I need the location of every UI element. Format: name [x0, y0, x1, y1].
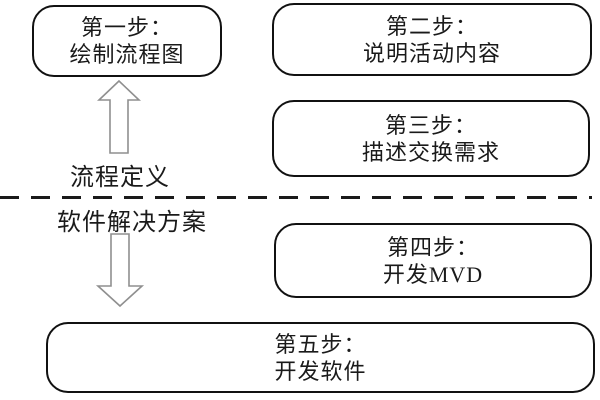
step1-box: 第一步： 绘制流程图 — [32, 5, 222, 77]
down-arrow-icon — [95, 233, 145, 308]
step3-box: 第三步： 描述交换需求 — [272, 100, 590, 177]
step4-text: 开发MVD — [382, 261, 484, 287]
step1-text: 绘制流程图 — [69, 42, 185, 67]
up-arrow-icon — [96, 79, 142, 154]
step2-text: 说明活动内容 — [362, 40, 501, 66]
step1-title: 第一步： — [80, 15, 173, 40]
step5-title: 第五步： — [274, 331, 367, 357]
software-solution-label: 软件解决方案 — [57, 210, 207, 236]
dashed-divider-line — [0, 196, 592, 199]
step5-text: 开发软件 — [274, 358, 367, 384]
step3-text: 描述交换需求 — [361, 139, 500, 165]
step5-box: 第五步： 开发软件 — [46, 322, 595, 393]
step2-box: 第二步： 说明活动内容 — [272, 3, 592, 76]
step4-title: 第四步： — [386, 234, 479, 260]
step2-title: 第二步： — [385, 13, 478, 39]
step4-box: 第四步： 开发MVD — [274, 223, 592, 298]
process-definition-label: 流程定义 — [70, 165, 170, 191]
step3-title: 第三步： — [384, 112, 477, 138]
